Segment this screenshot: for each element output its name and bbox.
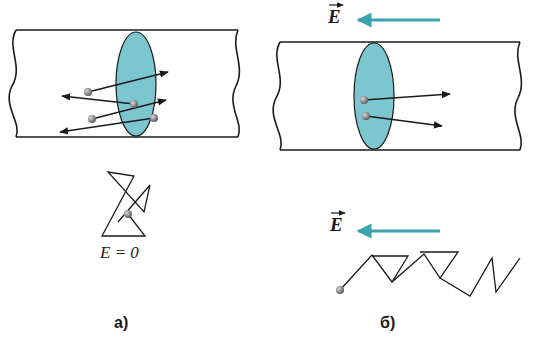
field-arrow xyxy=(358,20,440,231)
conductor-tube xyxy=(9,30,239,137)
conductor-tube xyxy=(273,42,521,150)
electron-velocities xyxy=(60,72,168,132)
chaotic-trajectory xyxy=(102,172,150,236)
condition-label: E = 0 xyxy=(100,244,139,263)
electron-velocities xyxy=(364,94,450,126)
electrons xyxy=(84,88,158,123)
field-label: E xyxy=(330,215,343,236)
field-label: E xyxy=(328,7,341,28)
drift-trajectory xyxy=(336,252,520,296)
vector-sign xyxy=(329,5,345,213)
electrons xyxy=(360,96,370,120)
panel-label: б) xyxy=(380,314,395,332)
cross-section xyxy=(354,43,394,149)
panel-label: а) xyxy=(114,314,128,332)
